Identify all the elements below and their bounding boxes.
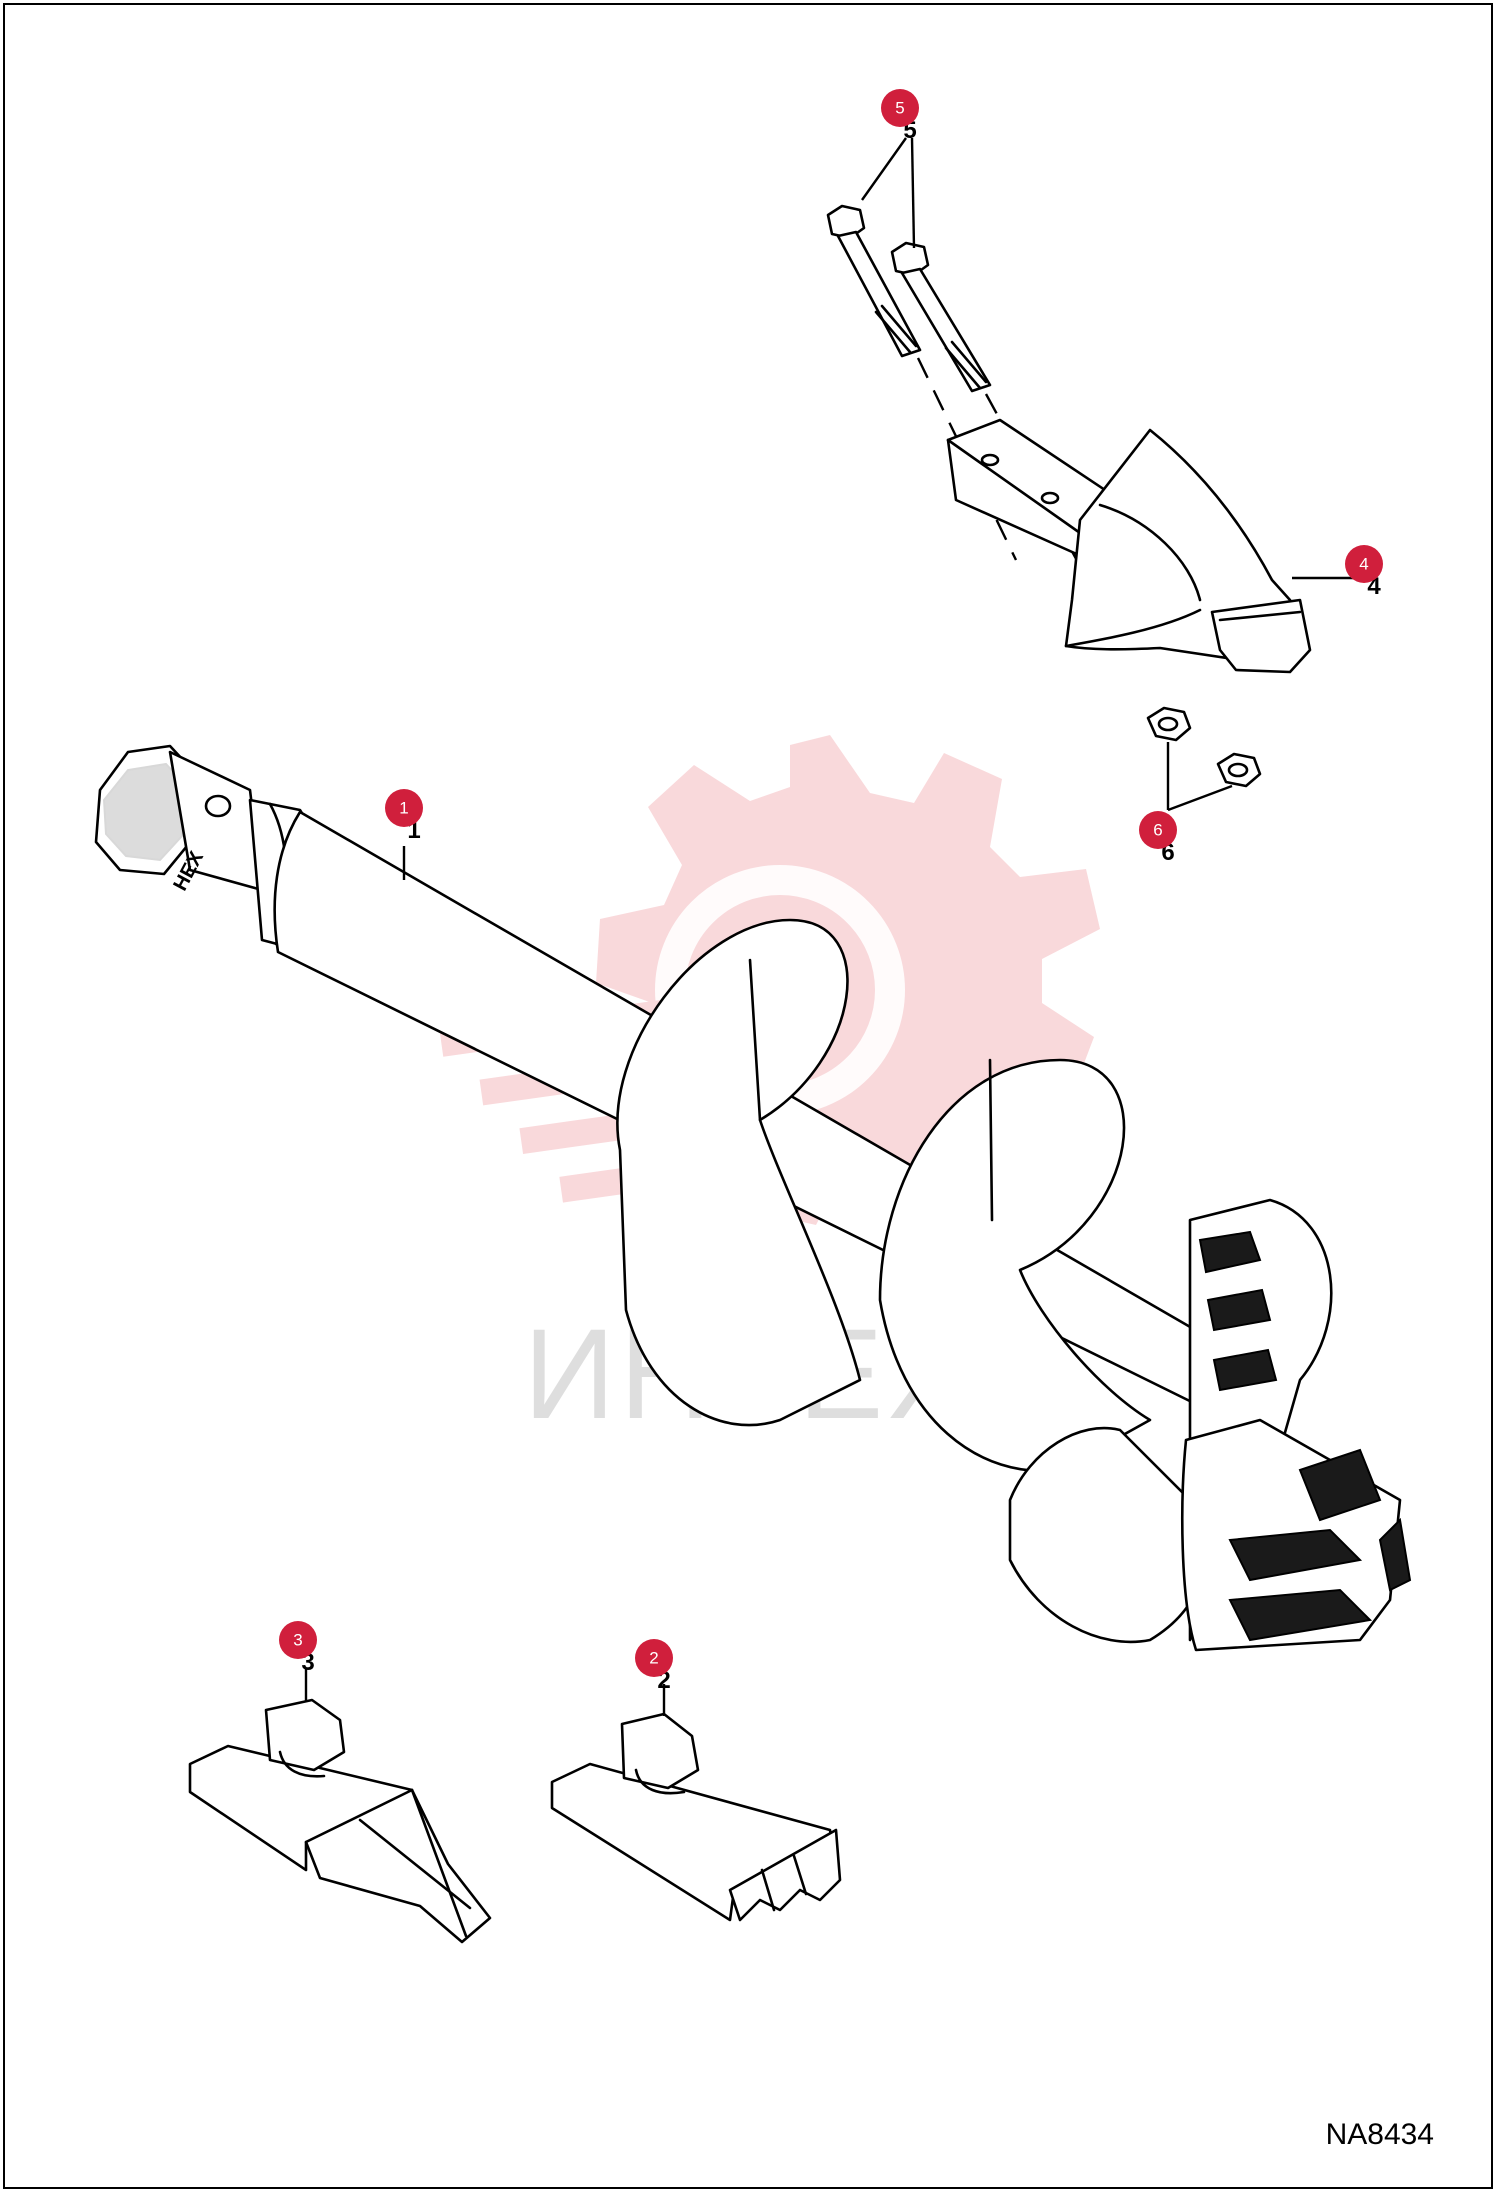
callout-label-3: 3: [293, 1631, 302, 1650]
auger: HEX: [94, 744, 1412, 1652]
auger-teeth: [1198, 1230, 1412, 1642]
callout-label-1: 1: [399, 799, 408, 818]
callout-label-2: 2: [649, 1649, 658, 1668]
callout-badge-1[interactable]: 1: [385, 789, 423, 827]
callout-label-4: 4: [1359, 555, 1368, 574]
nut: [1146, 706, 1192, 742]
callout-badge-2[interactable]: 2: [635, 1639, 673, 1677]
callout-badge-4[interactable]: 4: [1345, 545, 1383, 583]
nut: [1216, 752, 1262, 788]
bolt: [826, 204, 922, 358]
callout-badges: 1 2 3 4 5 6: [279, 89, 1383, 1677]
bolt: [890, 241, 992, 393]
bolt-pair: [826, 204, 1106, 611]
callout-badge-5[interactable]: 5: [881, 89, 919, 127]
callout-badge-3[interactable]: 3: [279, 1621, 317, 1659]
nut-pair: [1146, 706, 1262, 788]
callout-badge-6[interactable]: 6: [1139, 811, 1177, 849]
tooth-pointed: [188, 1698, 492, 1944]
drawing-frame: [3, 3, 1493, 2189]
callout-label-5: 5: [895, 99, 904, 118]
drawing-code: NA8434: [1325, 2118, 1434, 2151]
callout-label-6: 6: [1153, 821, 1162, 840]
pilot-bit: [946, 418, 1312, 674]
tooth-flat: [550, 1712, 842, 1922]
